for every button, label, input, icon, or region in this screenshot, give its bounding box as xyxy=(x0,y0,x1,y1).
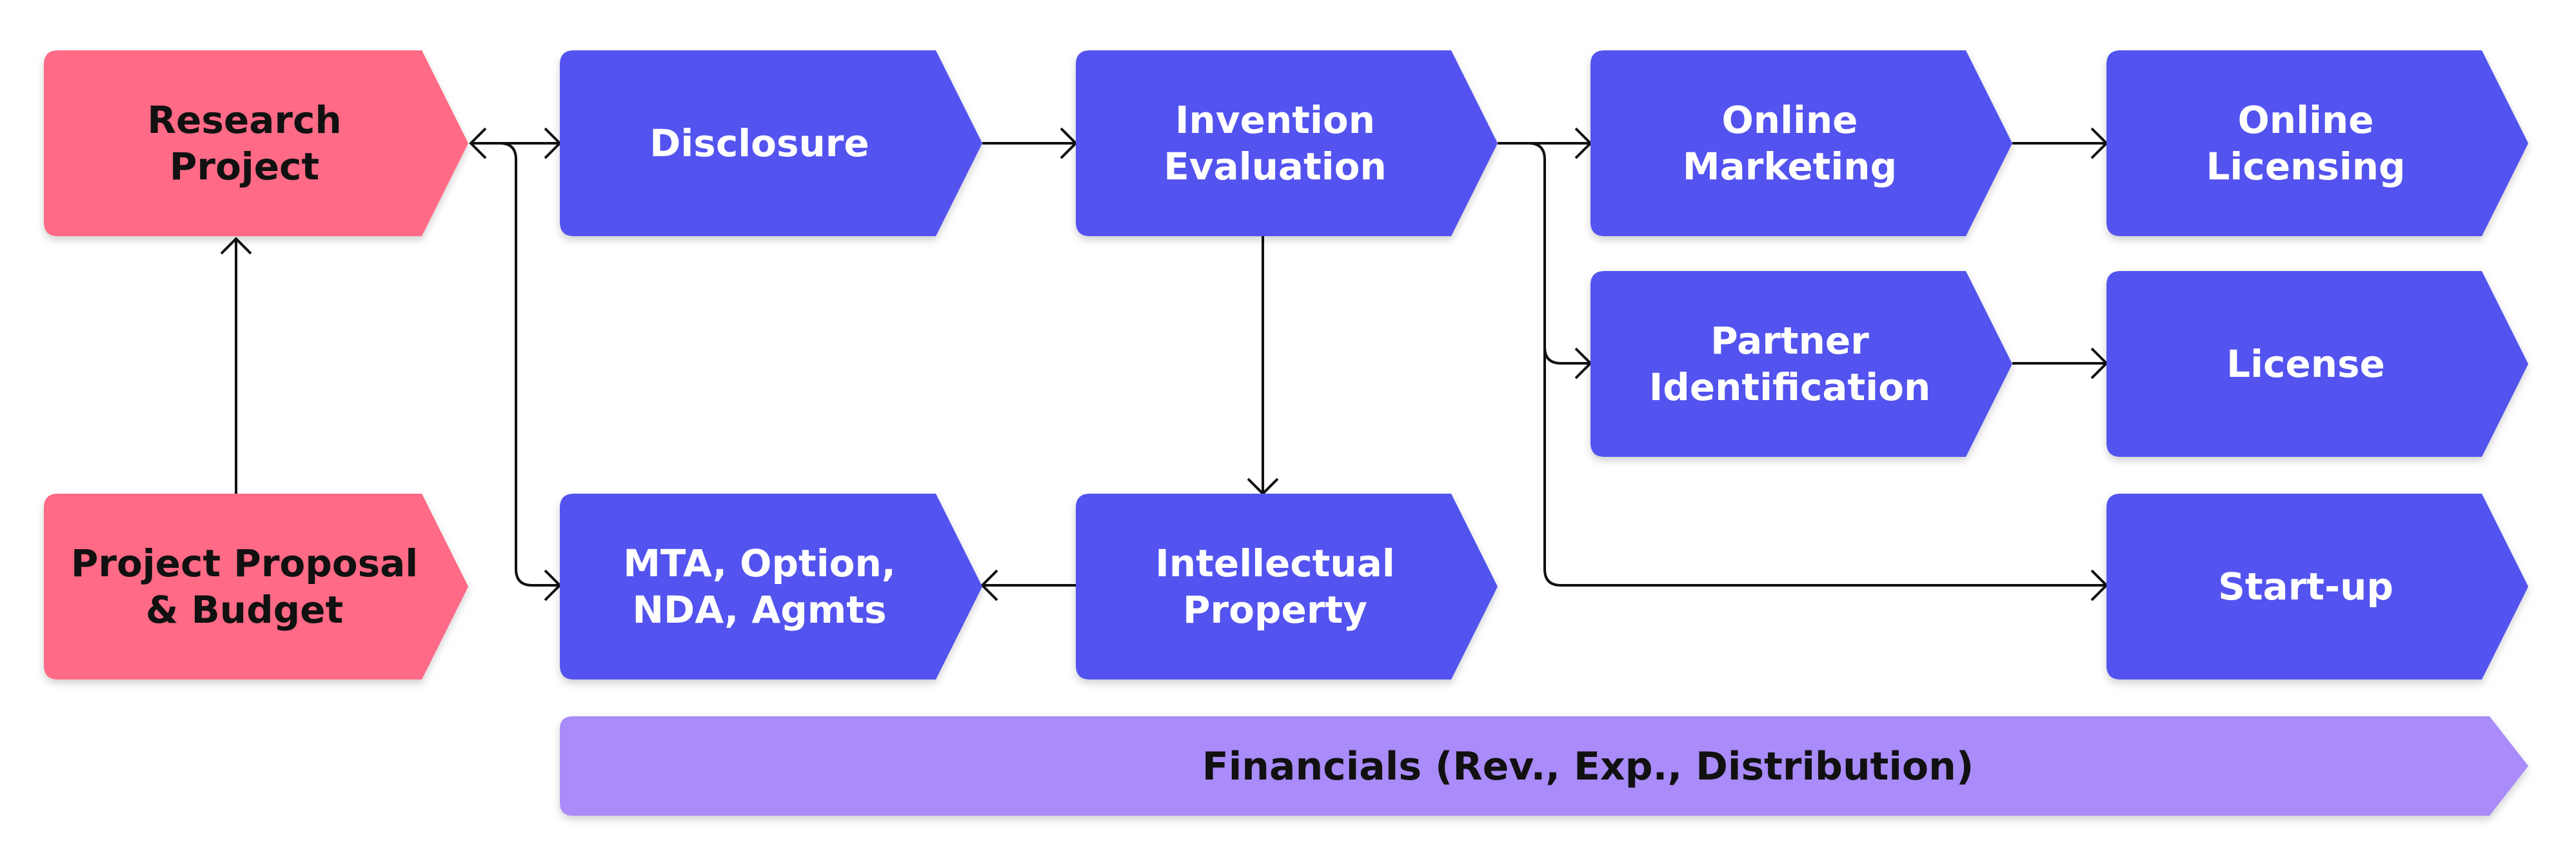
node-label-line: Invention xyxy=(1175,98,1375,142)
node-shape xyxy=(2106,271,2528,457)
banner-shape xyxy=(560,716,2528,816)
edge-disclosure-to-evaluation xyxy=(982,127,1078,159)
node-label-line: Intellectual xyxy=(1155,541,1394,585)
node-label-line: NDA, Agmts xyxy=(633,588,887,632)
node-label-line: MTA, Option, xyxy=(623,541,896,585)
node-label-line: Identification xyxy=(1649,365,1931,409)
node-label-line: Partner xyxy=(1710,319,1869,363)
node-label: Start-up xyxy=(2218,565,2393,609)
node-license: License xyxy=(2106,271,2528,457)
node-startup: Start-up xyxy=(2106,494,2528,680)
node-label-line: Evaluation xyxy=(1164,145,1387,188)
node-label-line: Project Proposal xyxy=(71,541,418,585)
node-label-line: License xyxy=(2226,342,2385,386)
node-shape xyxy=(1076,50,1498,236)
node-label-line: Research xyxy=(147,98,341,142)
node-label-line: Project xyxy=(170,145,319,188)
node-label-line: Disclosure xyxy=(649,121,869,165)
node-label: Project Proposal& Budget xyxy=(71,541,418,632)
node-label-line: Licensing xyxy=(2206,145,2405,188)
node-shape xyxy=(1590,271,2012,457)
edge-partner-to-license xyxy=(2012,347,2108,379)
node-label-line: Start-up xyxy=(2218,565,2393,609)
node-label-line: Online xyxy=(2238,98,2374,142)
node-label: Disclosure xyxy=(649,121,869,165)
node-mta-option: MTA, Option,NDA, Agmts xyxy=(560,494,982,680)
banner-label: Financials (Rev., Exp., Distribution) xyxy=(1202,744,1974,789)
node-label: License xyxy=(2226,342,2385,386)
node-shape xyxy=(560,50,982,236)
node-label-line: Property xyxy=(1183,588,1367,632)
node-shape xyxy=(44,494,468,680)
edge-evaluation-to-partner xyxy=(1528,142,1592,379)
node-shape xyxy=(44,50,468,236)
node-label: MTA, Option,NDA, Agmts xyxy=(623,541,896,632)
node-shape xyxy=(2106,494,2528,680)
node-shape xyxy=(560,494,982,680)
edge-proposal-to-research xyxy=(220,237,252,494)
node-shape xyxy=(1076,494,1498,680)
edge-marketing-to-licensing xyxy=(2012,127,2108,159)
node-shape xyxy=(2106,50,2528,236)
node-label-line: Online xyxy=(1722,98,1858,142)
node-shape xyxy=(1590,50,2012,236)
node-project-proposal: Project Proposal& Budget xyxy=(44,494,468,680)
edge-branch-to-mta xyxy=(499,142,562,601)
edge-ip-to-mta xyxy=(980,569,1076,601)
node-label-line: Marketing xyxy=(1683,145,1897,188)
node-label-line: & Budget xyxy=(146,588,343,632)
financials-banner: Financials (Rev., Exp., Distribution) xyxy=(560,716,2528,816)
edge-evaluation-to-ip xyxy=(1247,236,1279,496)
node-disclosure: Disclosure xyxy=(560,50,982,236)
